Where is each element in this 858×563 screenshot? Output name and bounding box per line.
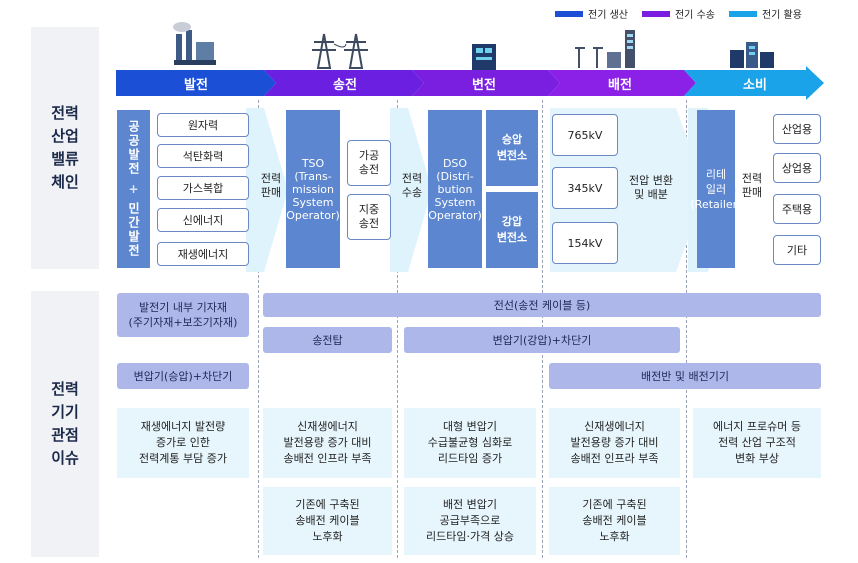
equipment-transformer-up: 변압기(승압)+차단기 [117,363,249,389]
stage-consumption: 소비 [743,77,767,93]
public-generation-label: 공공발전 + 민간발전 [117,110,150,268]
legend-swatch-production [555,10,583,17]
side-label-value-chain: 전력 산업 밸류 체인 [31,27,99,269]
gen-item-gas: 가스복합 [157,176,249,200]
step-down-substation: 강압 변전소 [486,192,538,268]
private-generation: 민간발전 [126,202,141,258]
overhead-transmission: 가공 송전 [347,140,391,186]
step-up-substation: 승압 변전소 [486,110,538,186]
issue-cable-aging-1: 기존에 구축된 송배전 케이블 노후화 [263,487,392,555]
legend-item-production: 전기 생산 [555,6,628,21]
public-generation: 공공발전 [126,120,141,176]
legend-item-transport: 전기 수송 [641,6,715,21]
stage-generation: 발전 [184,77,208,93]
consumer-commercial: 상업용 [773,153,821,183]
voltage-154kv: 154kV [552,222,618,264]
voltage-conversion-note: 전압 변환 및 배분 [629,174,673,201]
legend-item-usage: 전기 활용 [728,6,802,21]
issue-cable-aging-2: 기존에 구축된 송배전 케이블 노후화 [549,487,680,555]
side-label-issues: 전력 기기 관점 이슈 [31,291,99,557]
legend-label: 전기 수송 [674,10,715,21]
legend-swatch-usage [728,10,757,17]
issue-prosumer: 에너지 프로슈머 등 전력 산업 구조적 변화 부상 [693,408,821,478]
divider [258,100,259,558]
legend: 전기 생산 전기 수송 전기 활용 [555,6,802,21]
power-transport-label: 전력 수송 [401,172,423,199]
consumer-industrial: 산업용 [773,114,821,144]
substation-icon [472,44,496,70]
equipment-switchboard: 배전반 및 배전기기 [549,363,821,389]
issue-transformer-leadtime: 대형 변압기 수급불균형 심화로 리드타임 증가 [404,408,536,478]
voltage-345kv: 345kV [552,167,618,209]
consumer-buildings-icon [730,42,774,68]
power-sale-label-2: 전력 판매 [741,172,763,199]
issue-distribution-transformer: 배전 변압기 공급부족으로 리드타임·가격 상승 [404,487,536,555]
gen-item-renewable: 재생에너지 [157,242,249,266]
underground-transmission: 지중 송전 [347,194,391,240]
tso-box: TSO (Trans- mission System Operator) [286,110,340,268]
equipment-tower: 송전탑 [263,327,392,353]
issue-infra-shortage-transmission: 신재생에너지 발전용량 증가 대비 송배전 인프라 부족 [263,408,392,478]
power-sale-label: 전력 판매 [260,172,282,199]
dso-box: DSO (Distri- bution System Operator) [428,110,482,268]
equipment-generator-internal: 발전기 내부 기자재 (주기자재+보조기자재) [117,293,249,337]
transmission-tower-icon [312,33,368,69]
stage-transmission: 송전 [333,77,357,93]
divider [686,100,687,558]
consumer-other: 기타 [773,235,821,265]
power-plant-icon [173,22,216,65]
stage-arrow-bar [116,66,824,100]
plus-sign: + [128,182,139,196]
legend-swatch-transport [641,10,670,17]
legend-label: 전기 생산 [588,10,628,21]
stage-substation: 변전 [472,77,496,93]
gen-item-new-energy: 신에너지 [157,208,249,232]
legend-label: 전기 활용 [761,10,802,21]
stage-distribution: 배전 [608,77,632,93]
issue-renewable-load: 재생에너지 발전량 증가로 인한 전력계통 부담 증가 [117,408,249,478]
retailer-box: 리테 일러 (Retailer) [691,110,741,268]
gen-item-coal: 석탄화력 [157,144,249,168]
gen-item-nuclear: 원자력 [157,113,249,137]
equipment-cable: 전선(송전 케이블 등) [263,293,821,317]
consumer-residential: 주택용 [773,194,821,224]
equipment-transformer-down: 변압기(강압)+차단기 [404,327,680,353]
issue-infra-shortage-distribution: 신재생에너지 발전용량 증가 대비 송배전 인프라 부족 [549,408,680,478]
divider [397,100,398,558]
voltage-765kv: 765kV [552,114,618,156]
distribution-icon [575,30,635,68]
